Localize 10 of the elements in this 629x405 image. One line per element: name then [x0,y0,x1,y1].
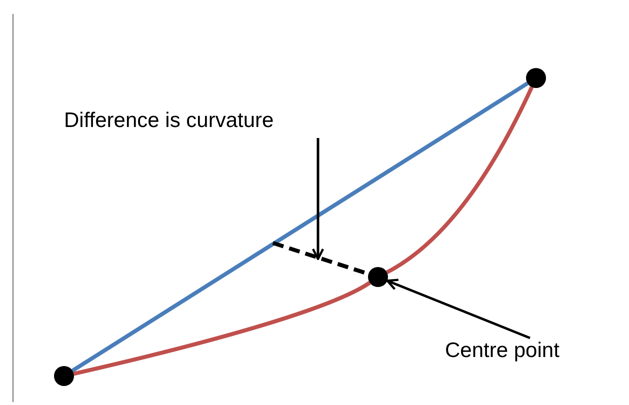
point-dot [526,68,546,88]
curve-line [73,280,371,376]
arrow [386,278,530,340]
annotation-text: Centre point [445,338,600,368]
point-dot [368,267,388,287]
straight-line [71,82,529,372]
arrow [312,138,324,260]
curve-line [386,86,534,274]
annotation-text: Difference is curvature [64,108,339,138]
point-dot [54,366,74,386]
